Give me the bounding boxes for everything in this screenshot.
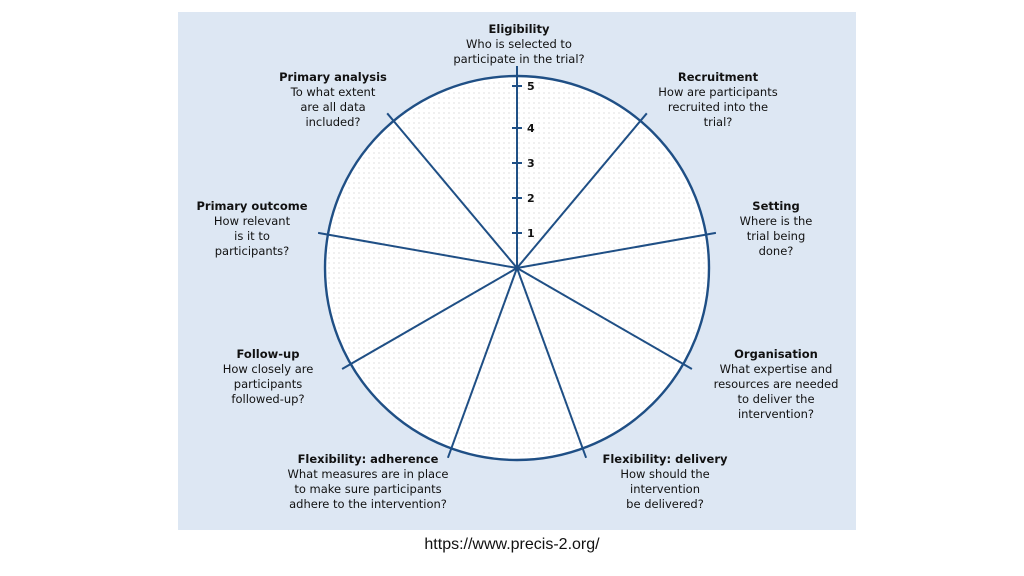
spoke-organisation	[516, 267, 693, 370]
domain-title: Setting	[752, 199, 800, 213]
domain-title: Primary outcome	[196, 199, 308, 213]
spoke-recruitment	[516, 112, 648, 269]
diagram-panel	[178, 12, 856, 530]
label-organisation: Organisation What expertise and resource…	[686, 347, 866, 422]
label-flexibility-adherence: Flexibility: adherence What measures are…	[278, 452, 458, 512]
scale-tick-label: 3	[527, 157, 535, 170]
spoke-flexibility-adherence	[446, 267, 518, 459]
scale-tick-label: 2	[527, 192, 535, 205]
label-flexibility-delivery: Flexibility: delivery How should the int…	[575, 452, 755, 512]
domain-question: What expertise and resources are needed …	[713, 362, 839, 421]
scale-tick-label: 5	[527, 80, 535, 93]
domain-question: How are participants recruited into the …	[658, 85, 778, 129]
label-primary-outcome: Primary outcome How relevant is it to pa…	[162, 199, 342, 259]
domain-title: Flexibility: adherence	[297, 452, 439, 466]
domain-title: Recruitment	[677, 70, 759, 84]
label-setting: Setting Where is the trial being done?	[686, 199, 866, 259]
domain-title: Primary analysis	[279, 70, 387, 84]
domain-question: Who is selected to participate in the tr…	[453, 37, 585, 66]
domain-question: How should the intervention be delivered…	[620, 467, 710, 511]
label-recruitment: Recruitment How are participants recruit…	[628, 70, 808, 130]
label-primary-analysis: Primary analysis To what extent are all …	[243, 70, 423, 130]
domain-question: How relevant is it to participants?	[213, 214, 291, 258]
domain-question: Where is the trial being done?	[739, 214, 813, 258]
domain-title: Follow-up	[236, 347, 300, 361]
domain-title: Flexibility: delivery	[602, 452, 728, 466]
domain-title: Eligibility	[488, 22, 550, 36]
domain-question: How closely are participants followed-up…	[222, 362, 314, 406]
spoke-setting	[516, 231, 717, 269]
domain-question: What measures are in place to make sure …	[287, 467, 449, 511]
label-eligibility: Eligibility Who is selected to participa…	[429, 22, 609, 67]
domain-title: Organisation	[734, 347, 818, 361]
spoke-primary-analysis	[386, 112, 518, 269]
spoke-follow-up	[341, 267, 518, 370]
scale-tick-label: 4	[527, 122, 535, 135]
domain-question: To what extent are all data included?	[290, 85, 376, 129]
scale-tick-label: 1	[527, 227, 535, 240]
source-url[interactable]: https://www.precis-2.org/	[424, 536, 600, 553]
spoke-flexibility-delivery	[516, 267, 588, 459]
spoke-primary-outcome	[317, 231, 518, 269]
label-follow-up: Follow-up How closely are participants f…	[178, 347, 358, 407]
precis-wheel	[317, 66, 717, 462]
